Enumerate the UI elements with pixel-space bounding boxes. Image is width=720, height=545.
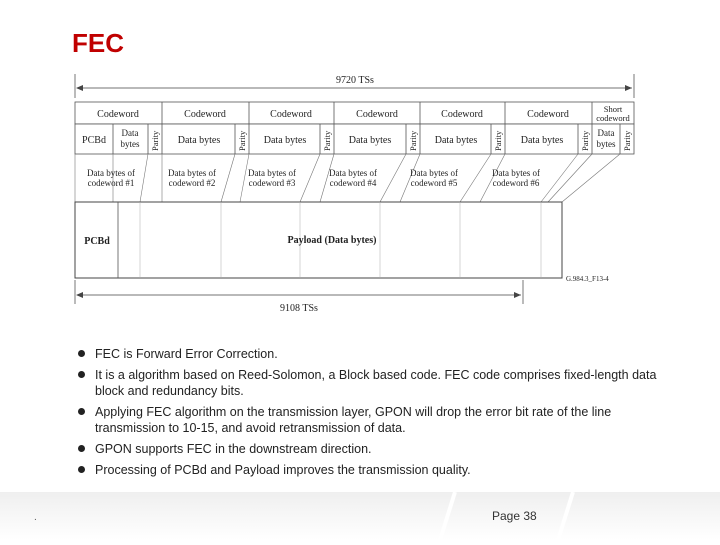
parity-cell: Parity [408, 130, 418, 151]
codeword-data-label: codeword #3 [249, 178, 296, 188]
frame-payload-label: Payload (Data bytes) [288, 235, 377, 246]
codeword-data-label: Data bytes of [248, 168, 296, 178]
codeword-data-label: codeword #4 [330, 178, 377, 188]
codeword-data-labels: Data bytes of codeword #1 Data bytes of … [87, 168, 540, 188]
data-bytes-cell: Data bytes [178, 135, 221, 146]
short-codeword-label: Short [604, 104, 623, 114]
frame-block: PCBd Payload (Data bytes) G.984.3_F13-4 [74, 201, 609, 283]
codeword-data-label: Data bytes of [410, 168, 458, 178]
bullet-item: Processing of PCBd and Payload improves … [78, 462, 668, 478]
footer-accent-lines [438, 491, 575, 541]
data-bytes-cell: Data [122, 128, 139, 138]
figure-id: G.984.3_F13-4 [566, 275, 609, 283]
data-bytes-cell: Data bytes [264, 135, 307, 146]
codeword-data-label: Data bytes of [168, 168, 216, 178]
parity-cell: Parity [150, 130, 160, 151]
footer-mark: . [34, 512, 37, 523]
codeword-data-label: Data bytes of [492, 168, 540, 178]
codeword-data-label: Data bytes of [329, 168, 377, 178]
data-bytes-cell: Data [598, 128, 615, 138]
data-bytes-cell: Data bytes [435, 135, 478, 146]
codeword-label: Codeword [356, 109, 398, 120]
short-codeword-label: codeword [596, 113, 630, 123]
slide-title: FEC [72, 28, 124, 58]
bottom-span-dimension: 9108 TSs [74, 280, 524, 314]
data-bytes-cell: Data bytes [521, 135, 564, 146]
data-bytes-cell: bytes [121, 139, 140, 149]
mapping-lines [74, 153, 621, 203]
data-bytes-cell: Data bytes [349, 135, 392, 146]
bullet-item: GPON supports FEC in the downstream dire… [78, 441, 668, 457]
parity-cell: Parity [322, 130, 332, 151]
codeword-label: Codeword [97, 109, 139, 120]
pcbd-cell: PCBd [82, 135, 106, 146]
bottom-span-label: 9108 TSs [280, 303, 318, 314]
bullet-item: FEC is Forward Error Correction. [78, 346, 668, 362]
codeword-label: Codeword [527, 109, 569, 120]
codeword-data-label: codeword #6 [493, 178, 540, 188]
bullet-item: Applying FEC algorithm on the transmissi… [78, 404, 668, 436]
frame-pcbd-label: PCBd [84, 236, 110, 247]
codeword-label: Codeword [270, 109, 312, 120]
codeword-data-label: codeword #5 [411, 178, 458, 188]
footer-band [0, 491, 720, 541]
codeword-data-label: codeword #2 [169, 178, 216, 188]
top-span-label: 9720 TSs [336, 75, 374, 86]
codeword-row: Codeword Codeword Codeword Codeword Code… [74, 101, 635, 125]
bullet-item: It is a algorithm based on Reed-Solomon,… [78, 367, 668, 399]
codeword-label: Codeword [184, 109, 226, 120]
parity-cell: Parity [580, 130, 590, 151]
codeword-data-label: codeword #1 [88, 178, 135, 188]
top-span-dimension: 9720 TSs [74, 74, 635, 98]
bullet-list: FEC is Forward Error Correction. It is a… [78, 346, 668, 483]
data-bytes-cell: bytes [597, 139, 616, 149]
page-number: Page 38 [492, 509, 537, 523]
parity-cell: Parity [622, 130, 632, 151]
parity-cell: Parity [493, 130, 503, 151]
parity-cell: Parity [237, 130, 247, 151]
fec-frame-diagram: 9720 TSs Codeword Codeword Codeword Code… [74, 74, 635, 314]
codeword-data-label: Data bytes of [87, 168, 135, 178]
codeword-label: Codeword [441, 109, 483, 120]
detail-row: PCBd Data bytes Parity Data bytes Parity… [74, 123, 635, 155]
